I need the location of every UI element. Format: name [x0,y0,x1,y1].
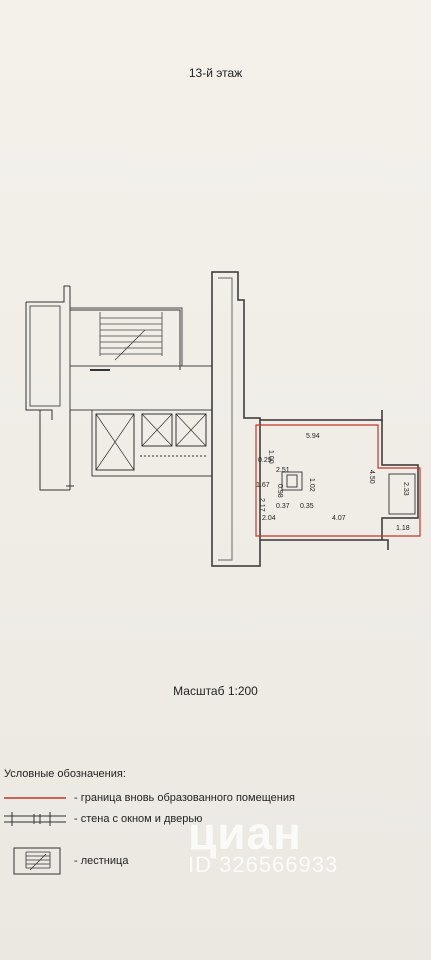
dim-bottom-left: 2.04 [262,515,276,522]
red-line-icon [4,797,66,799]
dim-left-mid: 1.67 [256,482,270,489]
legend-title: Условные обозначения: [4,768,126,780]
unit-border [255,424,421,537]
cian-watermark-id: ID 326566933 [188,852,339,877]
legend-stair-row: - лестница [4,846,128,876]
legend-stair-label: - лестница [74,855,129,867]
dim-bottom-right: 4.07 [332,515,346,522]
dim-mid-top: 2.51 [276,467,290,474]
dim-left-top: 1.00 [267,450,274,464]
dim-right-height: 4.50 [368,470,375,484]
dim-balcony-w: 1.18 [396,525,410,532]
floor-plan: 5.94 1.00 0.29 2.51 1.67 0.98 1.02 0.37 … [25,271,421,567]
dim-left-small: 0.29 [258,457,272,464]
scale-label: Масштаб 1:200 [173,684,258,698]
dim-shaft-v: 1.02 [308,478,315,492]
legend-border-row: - граница вновь образованного помещения [4,792,295,804]
stair-icon [13,847,61,875]
dim-shaft-h: 0.98 [276,484,283,498]
legend-wall-label: - стена с окном и дверью [74,813,203,825]
dim-top-width: 5.94 [306,433,320,440]
legend-wall-row: - стена с окном и дверью [4,812,202,826]
cian-watermark-logo: циан [188,807,302,859]
dim-left-lower: 2.17 [258,498,265,512]
dim-balcony-h: 2.33 [402,482,409,496]
wall-window-door-icon [4,812,66,826]
dim-shaft-w1: 0.37 [276,503,290,510]
floor-title: 13-й этаж [188,66,243,80]
dim-shaft-w2: 0.35 [300,503,314,510]
legend-border-label: - граница вновь образованного помещения [74,792,295,804]
